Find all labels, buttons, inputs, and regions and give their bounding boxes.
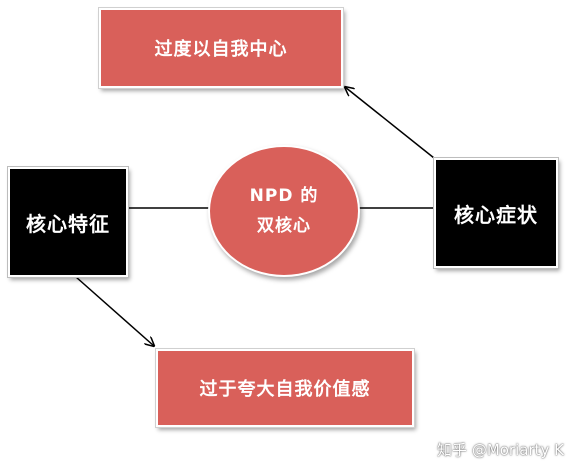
node-excessive-self-centered: 过度以自我中心 xyxy=(98,7,344,89)
node-core-symptom: 核心症状 xyxy=(433,157,559,269)
node-npd-dual-core: NPD 的 双核心 xyxy=(208,145,360,277)
node-exaggerated-self-worth: 过于夸大自我价值感 xyxy=(155,348,415,428)
node-exaggerated-self-worth-label: 过于夸大自我价值感 xyxy=(199,379,371,400)
arrow-left-to-bottom xyxy=(75,276,154,346)
node-core-feature: 核心特征 xyxy=(7,166,129,278)
center-label-line2: 双核心 xyxy=(257,216,311,236)
watermark: 知乎 @Moriarty K xyxy=(437,441,564,459)
node-core-symptom-label: 核心症状 xyxy=(454,202,538,227)
node-core-feature-label: 核心特征 xyxy=(26,211,110,236)
arrow-right-to-top xyxy=(345,87,435,159)
center-label-line1: NPD 的 xyxy=(249,186,319,206)
node-excessive-self-centered-label: 过度以自我中心 xyxy=(154,39,288,60)
